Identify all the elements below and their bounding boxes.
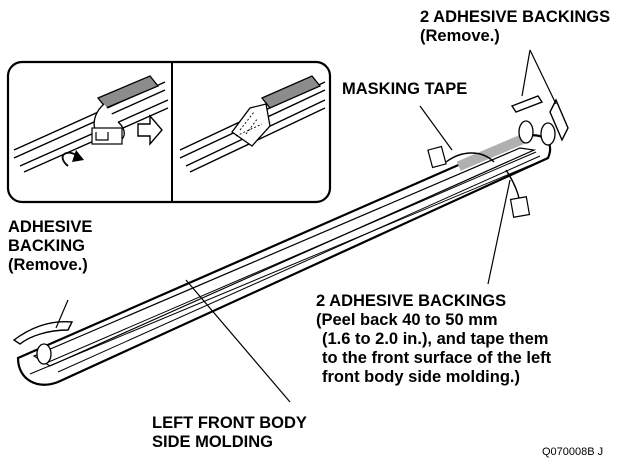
top-adhesive-backings [510,95,569,142]
right-tapes [505,120,556,218]
label-left-adhesive-backing: ADHESIVE BACKING (Remove.) [8,218,93,274]
label-top-adhesive-backings: 2 ADHESIVE BACKINGS (Remove.) [420,8,611,45]
left-adhesive-backing [12,321,74,365]
label-right-adhesive-backings: 2 ADHESIVE BACKINGS (Peel back 40 to 50 … [316,292,552,386]
inset-left-tape [61,75,160,167]
label-part-name: LEFT FRONT BODY SIDE MOLDING [152,414,307,451]
step-arrow [137,114,163,146]
masking-tape-strip [427,145,495,169]
inset-right-tape [231,75,322,147]
label-masking-tape: MASKING TAPE [342,80,468,98]
leader-lines [55,49,557,403]
figure-code: Q070008B J [542,446,604,458]
inset-panel [6,60,332,204]
molding-strip [16,134,552,386]
